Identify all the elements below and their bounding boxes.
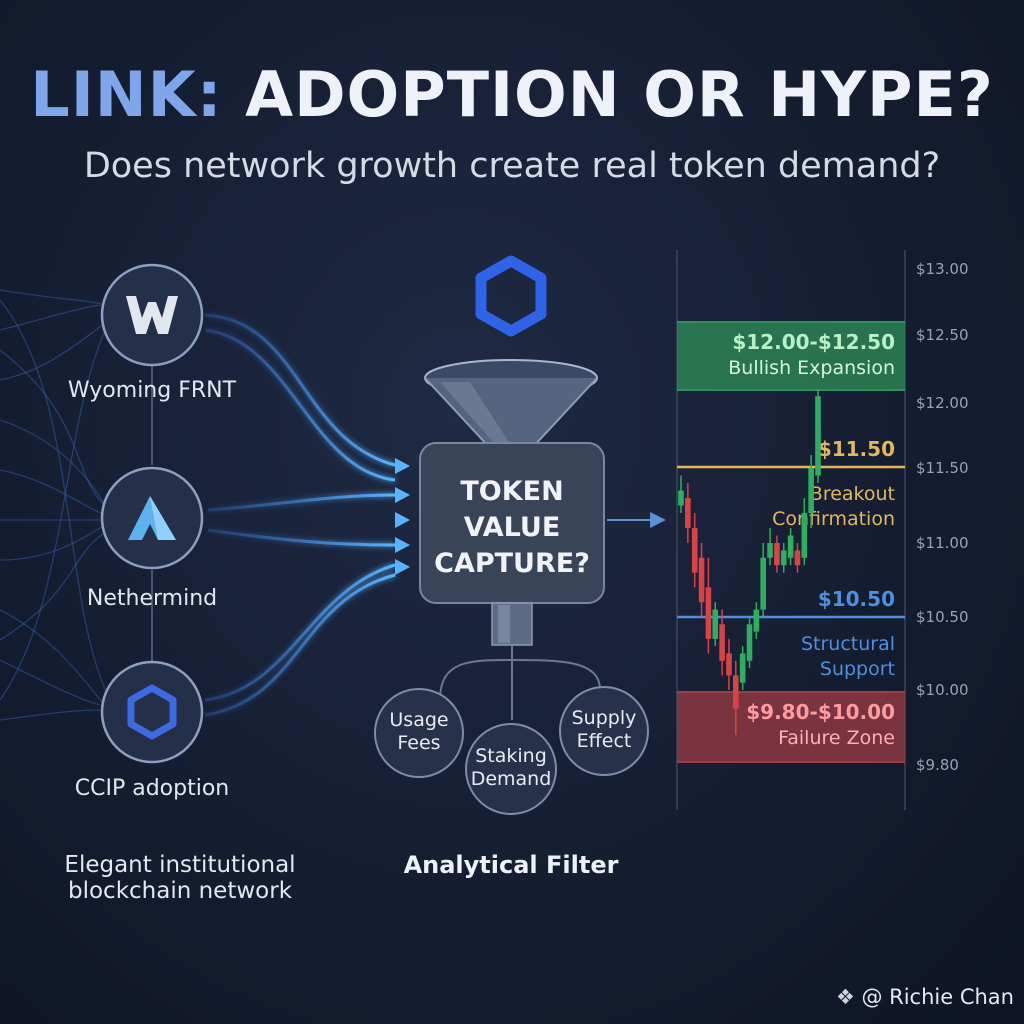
candle-body (733, 675, 739, 709)
level-label-line1: Structural (801, 633, 895, 655)
filter-top-chainlink-icon (475, 255, 547, 337)
network-caption: Elegant institutional blockchain network (30, 852, 330, 904)
output-supply-effect: Supply Effect (564, 707, 644, 753)
zone-price-label: $12.00-$12.50 (732, 330, 895, 354)
background-network-lines (0, 289, 111, 721)
box-line3: CAPTURE? (434, 548, 590, 579)
candle-body (808, 468, 814, 513)
candle-body (753, 609, 760, 632)
y-tick-label: $12.50 (916, 326, 969, 344)
zone-name-label: Failure Zone (778, 727, 895, 749)
nethermind-icon (128, 496, 176, 540)
candle-body (767, 543, 773, 558)
flow-arrowheads (395, 458, 410, 575)
candle-body (705, 587, 712, 639)
output-line: Demand (470, 768, 552, 790)
value-capture-text: TOKEN VALUE CAPTURE? (420, 474, 604, 582)
funnel-shape (424, 359, 598, 461)
candle-body (712, 609, 719, 639)
title-accent: LINK: (30, 58, 223, 131)
watermark-text: @ Richie Chan (861, 985, 1014, 1009)
y-tick-label: $12.00 (916, 394, 969, 412)
candle-body (801, 513, 808, 558)
candle-body (685, 498, 691, 528)
candle-body (739, 653, 746, 683)
output-line: Effect (576, 730, 632, 752)
candle-body (726, 653, 732, 676)
candle-body (787, 535, 794, 558)
candle-body (774, 543, 780, 566)
candle-body (760, 557, 766, 610)
zone-price-label: $9.80-$10.00 (746, 700, 895, 724)
level-price-label: $10.50 (818, 587, 895, 611)
y-tick-label: $9.80 (916, 756, 959, 774)
network-caption-line2: blockchain network (67, 878, 293, 904)
title-rest: ADOPTION OR HYPE? (245, 58, 994, 131)
node-label-ccip: CCIP adoption (74, 776, 230, 801)
filter-caption: Analytical Filter (403, 851, 619, 879)
candle-body (691, 528, 698, 573)
output-line: Supply (571, 707, 637, 729)
glow-flows (204, 313, 396, 717)
zone-band (677, 322, 905, 390)
y-tick-label: $11.50 (916, 459, 969, 477)
output-circles (374, 686, 649, 815)
funnel-spout (491, 602, 533, 646)
output-line: Fees (397, 732, 441, 754)
level-label-line2: Support (820, 658, 895, 680)
zone-name-label: Bullish Expansion (728, 357, 895, 379)
candle-body (815, 396, 821, 476)
output-line: Usage (389, 709, 449, 731)
y-tick-label: $10.50 (916, 608, 969, 626)
candle-body (794, 550, 801, 566)
page-title: LINK: ADOPTION OR HYPE? (0, 58, 1024, 131)
zone-band (677, 692, 905, 762)
candle-body (780, 550, 787, 566)
y-tick-label: $10.00 (916, 681, 969, 699)
output-usage-fees: Usage Fees (379, 709, 459, 755)
output-staking-demand: Staking Demand (466, 745, 556, 791)
chainlink-hexagon-icon (127, 684, 177, 740)
node-label-nethermind: Nethermind (86, 586, 218, 611)
box-line1: TOKEN (460, 476, 564, 507)
page-subtitle: Does network growth create real token de… (83, 146, 941, 186)
candle-body (678, 490, 684, 506)
network-caption-line1: Elegant institutional (64, 852, 296, 878)
output-line: Staking (475, 745, 547, 767)
y-tick-label: $11.00 (916, 534, 969, 552)
wyoming-w-icon (126, 296, 178, 334)
level-label-line2: Confirmation (772, 508, 895, 530)
candle-body (719, 624, 725, 661)
level-price-label: $11.50 (818, 437, 895, 461)
node-label-wyoming: Wyoming FRNT (67, 378, 237, 403)
y-tick-label: $13.00 (916, 260, 969, 278)
candle-body (746, 624, 753, 661)
box-line2: VALUE (463, 512, 561, 543)
watermark: ❖ @ Richie Chan (836, 985, 1014, 1009)
output-branches (439, 645, 601, 720)
binance-diamond-icon: ❖ (835, 985, 855, 1009)
candle-body (698, 557, 705, 603)
level-label-line1: Breakout (810, 483, 895, 505)
